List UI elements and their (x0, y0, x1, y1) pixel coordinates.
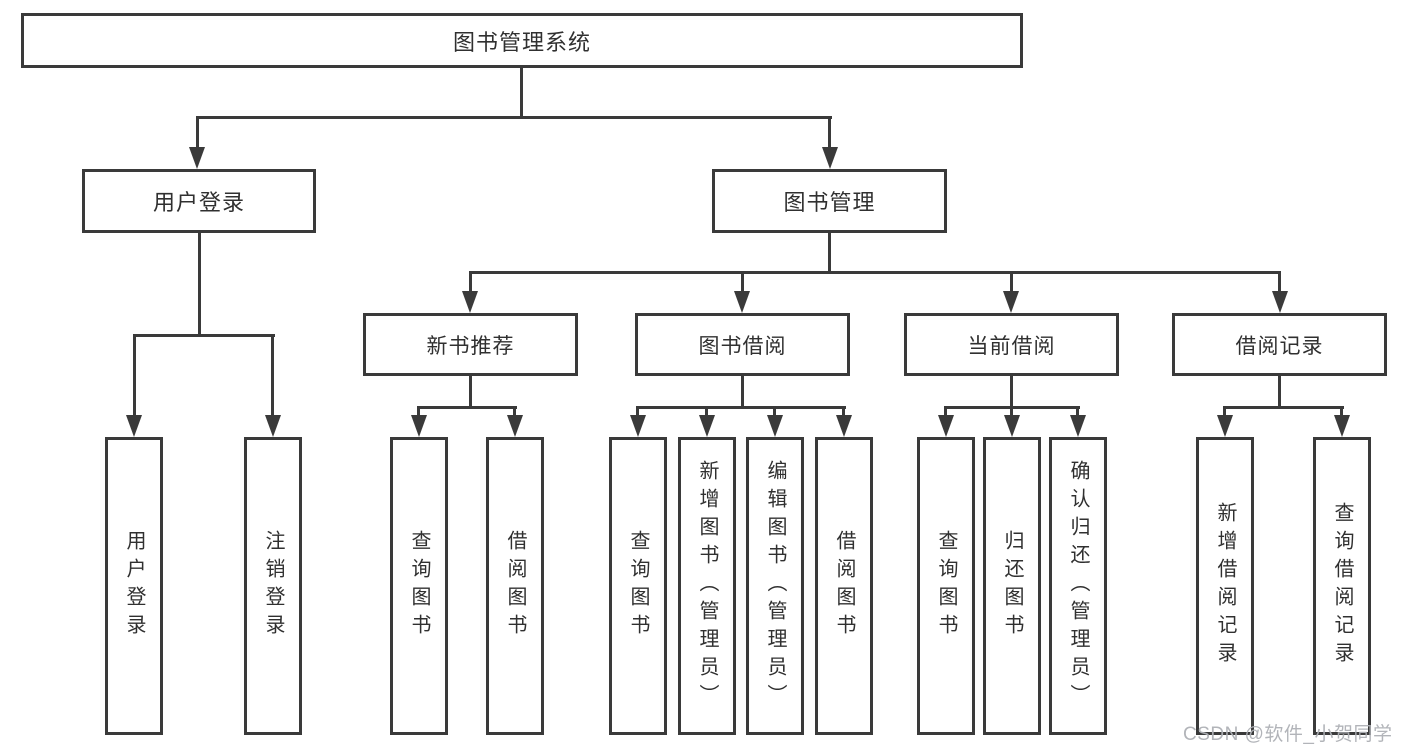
arrowhead-leaf (1334, 415, 1350, 437)
arrowhead-leaf (630, 415, 646, 437)
edge-shaft-book-borrow (741, 271, 744, 295)
node-label: 图书管理 (783, 190, 876, 215)
arrowhead-leaf (699, 415, 715, 437)
edge-shaft-leaf (1340, 406, 1343, 418)
node-label: 借阅图书 (504, 530, 526, 642)
edge-root-splitter (196, 116, 832, 119)
arrowhead-new-book (462, 291, 478, 313)
edge-shaft-current-borrow (1010, 271, 1013, 295)
node-label: 查询借阅记录 (1331, 502, 1353, 670)
edge-current-borrow-stem (1010, 374, 1013, 409)
edge-shaft-book-mgmt (828, 116, 831, 148)
node-label: 归还图书 (1001, 530, 1023, 642)
arrowhead-leaf (411, 415, 427, 437)
node-label: 用户登录 (152, 190, 245, 215)
node-current-borrowing: 当前借阅 (904, 313, 1119, 376)
edge-shaft-leaf (1076, 406, 1079, 418)
node-label: 当前借阅 (967, 334, 1056, 358)
node-borrow-records: 借阅记录 (1172, 313, 1387, 376)
arrowhead-leaf-logout (265, 415, 281, 437)
edge-shaft-user-login (196, 116, 199, 148)
node-leaf-query-books-recommend: 查询图书 (390, 437, 448, 735)
edge-book-mgmt-stem (828, 231, 831, 274)
node-root: 图书管理系统 (21, 13, 1023, 68)
edge-book-mgmt-splitter (469, 271, 1281, 274)
node-leaf-user-login: 用户登录 (105, 437, 163, 735)
edge-new-book-splitter (418, 406, 517, 409)
arrowhead-leaf (1217, 415, 1233, 437)
edge-new-book-stem (469, 374, 472, 409)
node-leaf-query-borrow-record: 查询借阅记录 (1313, 437, 1371, 735)
node-label: 编辑图书（管理员） (764, 460, 786, 712)
node-leaf-query-books-borrow: 查询图书 (609, 437, 667, 735)
edge-shaft-leaf (705, 406, 708, 418)
edge-shaft-leaf-login (133, 334, 136, 418)
edge-borrow-records-splitter (1224, 406, 1344, 409)
node-label: 查询图书 (935, 530, 957, 642)
edge-user-login-stem (198, 231, 201, 336)
node-leaf-add-books-admin: 新增图书（管理员） (678, 437, 736, 735)
arrowhead-leaf (1004, 415, 1020, 437)
arrowhead-user-login (189, 147, 205, 169)
node-label: 查询图书 (408, 530, 430, 642)
edge-shaft-leaf (842, 406, 845, 418)
node-leaf-return-books: 归还图书 (983, 437, 1041, 735)
arrowhead-borrow-records (1272, 291, 1288, 313)
arrowhead-leaf (767, 415, 783, 437)
arrowhead-leaf (507, 415, 523, 437)
node-label: 新增图书（管理员） (696, 460, 718, 712)
edge-shaft-leaf (417, 406, 420, 418)
arrowhead-leaf (836, 415, 852, 437)
arrowhead-current-borrow (1003, 291, 1019, 313)
node-label: 新书推荐 (426, 334, 515, 358)
node-label: 新增借阅记录 (1214, 502, 1236, 670)
node-leaf-query-books-current: 查询图书 (917, 437, 975, 735)
edge-book-borrow-splitter (637, 406, 846, 409)
edge-shaft-leaf (513, 406, 516, 418)
edge-user-login-splitter (133, 334, 275, 337)
edge-shaft-leaf (1010, 406, 1013, 418)
node-label: 确认归还（管理员） (1067, 460, 1089, 712)
arrowhead-book-mgmt (822, 147, 838, 169)
node-label: 图书借阅 (698, 334, 787, 358)
node-leaf-add-borrow-record: 新增借阅记录 (1196, 437, 1254, 735)
node-label: 注销登录 (262, 530, 284, 642)
node-new-book-recommend: 新书推荐 (363, 313, 578, 376)
edge-book-borrow-stem (741, 374, 744, 409)
edge-shaft-leaf (944, 406, 947, 418)
node-leaf-logout: 注销登录 (244, 437, 302, 735)
edge-shaft-leaf (1223, 406, 1226, 418)
node-label: 用户登录 (123, 530, 145, 642)
node-leaf-borrow-books: 借阅图书 (815, 437, 873, 735)
node-book-management: 图书管理 (712, 169, 947, 233)
edge-shaft-new-book (469, 271, 472, 295)
node-leaf-confirm-return-admin: 确认归还（管理员） (1049, 437, 1107, 735)
arrowhead-leaf (938, 415, 954, 437)
edge-borrow-records-stem (1278, 374, 1281, 409)
node-label: 借阅记录 (1235, 334, 1324, 358)
node-leaf-edit-books-admin: 编辑图书（管理员） (746, 437, 804, 735)
csdn-watermark: CSDN @软件_小贺同学 (1183, 724, 1393, 745)
node-leaf-borrow-books-recommend: 借阅图书 (486, 437, 544, 735)
edge-root-stem (520, 66, 523, 118)
edge-shaft-borrow-records (1278, 271, 1281, 295)
node-user-login: 用户登录 (82, 169, 316, 233)
edge-shaft-leaf (773, 406, 776, 418)
edge-shaft-leaf-logout (271, 334, 274, 418)
node-label: 借阅图书 (833, 530, 855, 642)
arrowhead-leaf-login (126, 415, 142, 437)
node-root-label: 图书管理系统 (452, 29, 591, 55)
arrowhead-leaf (1070, 415, 1086, 437)
arrowhead-book-borrow (734, 291, 750, 313)
edge-shaft-leaf (636, 406, 639, 418)
node-label: 查询图书 (627, 530, 649, 642)
node-book-borrowing: 图书借阅 (635, 313, 850, 376)
